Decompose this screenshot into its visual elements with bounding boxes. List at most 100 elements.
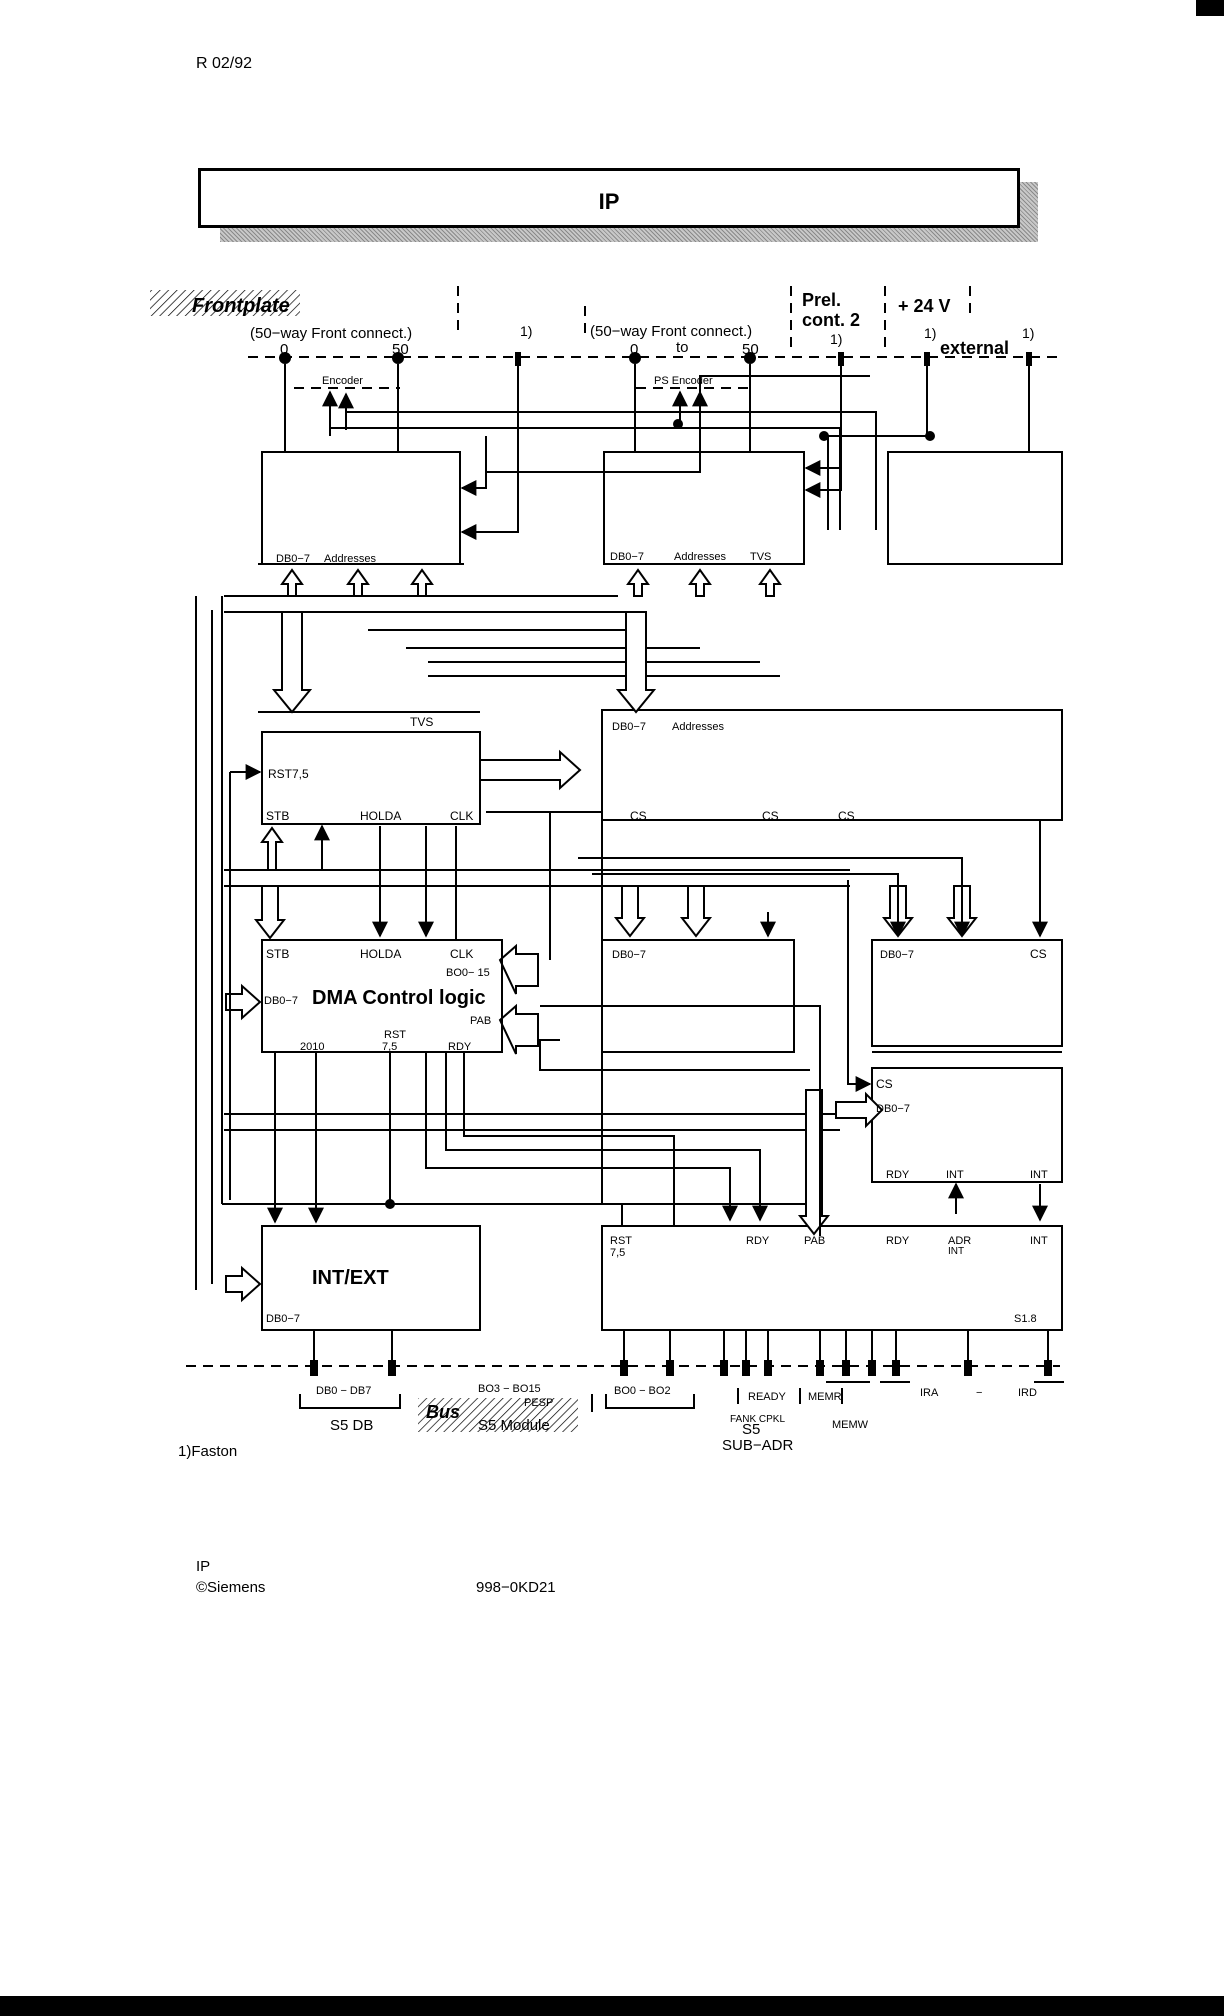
top-separators: [186, 286, 1060, 1367]
bottom-bar: [0, 1996, 1224, 2016]
connector-pins: [279, 352, 1032, 366]
bus-pesp-label: PESP: [524, 1397, 553, 1409]
block-ps-encoder-interface: [603, 451, 805, 565]
cs-label-2: CS: [762, 809, 779, 823]
r2-rdy-label: RDY: [886, 1169, 910, 1181]
dma-rdy-label: RDY: [448, 1041, 472, 1053]
bot-s18-label: S1.8: [1014, 1313, 1037, 1325]
dma-bo-label: BO0− 15: [446, 967, 490, 979]
pin-50b-label: 50: [742, 341, 759, 358]
hollow-arrows: [225, 568, 979, 1303]
bus-stubs: [310, 1360, 1052, 1376]
bot-rdy2-label: RDY: [886, 1235, 910, 1247]
bus-module-label: S5 Module: [478, 1417, 550, 1434]
cs-label-3: CS: [838, 809, 855, 823]
block-io-right: [871, 939, 1063, 1047]
left-bus: [195, 596, 812, 1290]
footer-copyright: ©Siemens: [196, 1579, 266, 1596]
box2-db-label: DB0−7: [610, 551, 644, 563]
bus-memr-label: MEMR: [808, 1391, 842, 1403]
cs-label-1: CS: [630, 809, 647, 823]
bus-ira-label: IRA: [920, 1387, 939, 1399]
pin-0-label: 0: [280, 341, 288, 358]
bus-brackets: [299, 1381, 1064, 1412]
bus-fank-label: FANK CPKL: [730, 1414, 785, 1425]
external-label: external: [940, 338, 1009, 358]
box2-addr-label: Addresses: [674, 551, 726, 563]
bus-hatch: [418, 1398, 578, 1432]
page-title: IP: [598, 189, 620, 214]
dma-holda-label: HOLDA: [360, 947, 401, 961]
stb-label: STB: [266, 809, 289, 823]
bus-label: Bus: [426, 1402, 460, 1422]
bus-bo3-label: BO3 − BO15: [478, 1383, 541, 1395]
right-cs-label: CS: [1030, 947, 1047, 961]
prel-label: Prel.: [802, 290, 841, 310]
prel-cont-label: cont. 2: [802, 310, 860, 330]
footer-order-code: 998−0KD21: [476, 1579, 556, 1596]
footnote-ref-4: 1): [1022, 325, 1034, 341]
block-supply: [887, 451, 1063, 565]
holda-label: HOLDA: [360, 809, 401, 823]
bot-rdy-label: RDY: [746, 1235, 770, 1247]
encoder-label: Encoder: [322, 375, 363, 387]
bus-sub-label: SUB−ADR: [722, 1437, 793, 1454]
pin-to-label: to: [676, 339, 689, 356]
bot-adr2-label: INT: [948, 1246, 964, 1257]
mid-db-label: DB0−7: [612, 949, 646, 961]
clk-label: CLK: [450, 809, 473, 823]
blocks: [261, 451, 1063, 1331]
dma-rst-label: RST: [384, 1029, 406, 1041]
signal-lines: [229, 364, 1049, 1366]
bot-rst-label: RST: [610, 1235, 632, 1247]
ps-encoder-label: PS Encoder: [654, 375, 713, 387]
title-box: IP: [198, 168, 1020, 228]
dma-stb-label: STB: [266, 947, 289, 961]
bus-ready-label: READY: [748, 1391, 787, 1403]
bot-adr-label: ADR: [948, 1235, 971, 1247]
bus-bo0-label: BO0 − BO2: [614, 1385, 671, 1397]
r2-int-label: INT: [946, 1169, 964, 1181]
connector-left-label: (50−way Front connect.): [250, 325, 412, 342]
bot-int-label: INT: [1030, 1235, 1048, 1247]
footnote-ref-1: 1): [520, 323, 532, 339]
frontplate-label: Frontplate: [192, 295, 290, 317]
footnote-faston: 1)Faston: [178, 1443, 238, 1460]
box2-tvs-label: TVS: [750, 551, 771, 563]
frontplate-hatch: [150, 290, 300, 316]
bus-db-label: DB0 − DB7: [316, 1385, 371, 1397]
diagram-labels: Frontplate (50−way Front connect.) (50−w…: [192, 290, 1048, 1454]
tvs-label: TVS: [410, 715, 433, 729]
bus-dash-label: −: [976, 1387, 982, 1399]
footer-line-1: IP: [196, 1558, 211, 1575]
dma-pab-label: PAB: [470, 1015, 491, 1027]
big-db-label: DB0−7: [612, 721, 646, 733]
pin-0b-label: 0: [630, 341, 638, 358]
r2-db-label: DB0−7: [876, 1103, 910, 1115]
block-encoder-interface: [261, 451, 461, 565]
bot-pab-label: PAB: [804, 1235, 825, 1247]
connector-right-label: (50−way Front connect.): [590, 323, 752, 340]
int-ext-label: INT/EXT: [312, 1267, 389, 1289]
block-int-ext: [261, 1225, 481, 1331]
big-addr-label: Addresses: [672, 721, 724, 733]
right-db-label: DB0−7: [880, 949, 914, 961]
bus-ird-label: IRD: [1018, 1387, 1037, 1399]
block-processor: [601, 709, 1063, 821]
dma-clk-label: CLK: [450, 947, 473, 961]
r2-int2-label: INT: [1030, 1169, 1048, 1181]
bot-rst2-label: 7,5: [610, 1247, 625, 1259]
box1-addr-label: Addresses: [324, 553, 376, 565]
footnote-ref-3: 1): [924, 325, 936, 341]
dma-db-label: DB0−7: [264, 995, 298, 1007]
supply-label: + 24 V: [898, 296, 951, 316]
footnote-ref-2: 1): [830, 331, 842, 347]
rst75-label: RST7,5: [268, 767, 309, 781]
revision-label: R 02/92: [196, 55, 253, 72]
dma-title: DMA Control logic: [312, 987, 486, 1009]
int-db-label: DB0−7: [266, 1313, 300, 1325]
dma-rst2-label: 7,5: [382, 1041, 397, 1053]
bus-memw-label: MEMW: [832, 1419, 869, 1431]
bus-s5db-label: S5 DB: [330, 1417, 373, 1434]
